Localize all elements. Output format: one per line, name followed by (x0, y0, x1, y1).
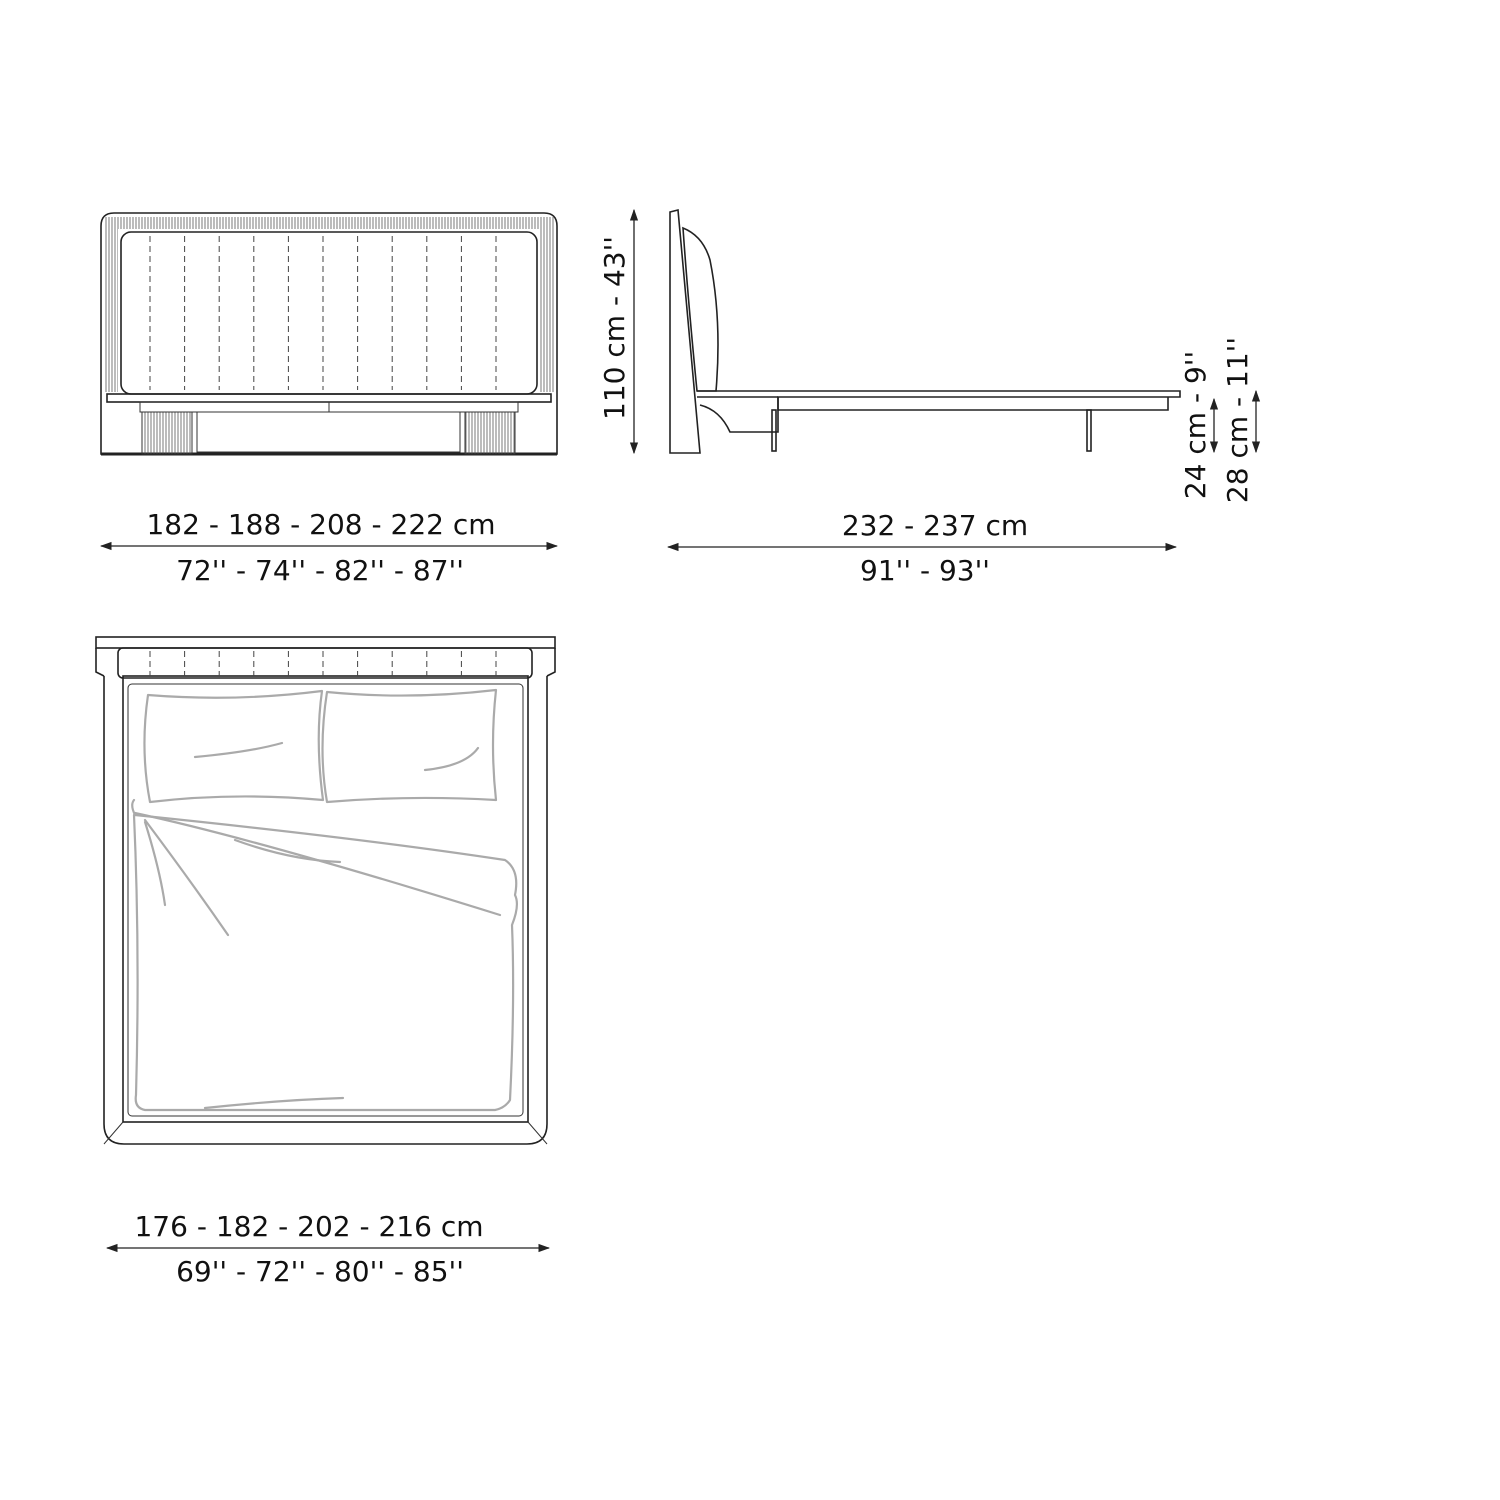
top-width-cm: 176 - 182 - 202 - 216 cm (134, 1210, 483, 1243)
side-view (669, 208, 1181, 454)
dimension-lines (99, 208, 1261, 1253)
front-width-cm: 182 - 188 - 208 - 222 cm (146, 508, 495, 541)
side-length-in: 91'' - 93'' (860, 554, 990, 587)
side-length-cm: 232 - 237 cm (842, 509, 1028, 542)
side-high-height: 28 cm - 11'' (1221, 337, 1254, 503)
side-low-height: 24 cm - 9'' (1179, 351, 1212, 499)
side-height: 110 cm - 43'' (598, 236, 631, 420)
headboard-stitch-lines (149, 236, 497, 390)
top-view (95, 636, 556, 1145)
top-width-in: 69'' - 72'' - 80'' - 85'' (176, 1255, 464, 1288)
front-width-in: 72'' - 74'' - 82'' - 87'' (176, 554, 464, 587)
front-view (100, 212, 558, 456)
